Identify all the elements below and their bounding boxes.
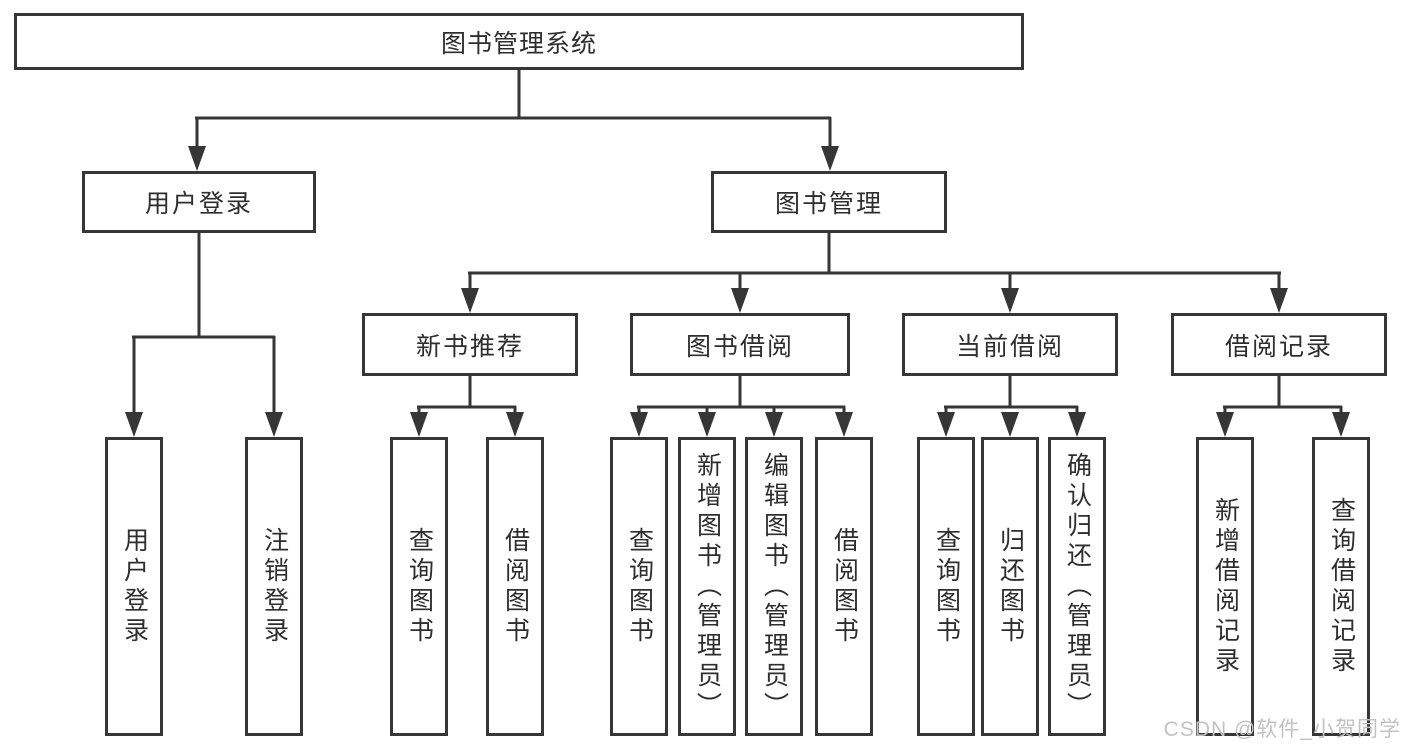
leaf-user-login: 用户登录 xyxy=(105,437,163,736)
node-label: 借阅记录 xyxy=(1224,332,1333,361)
arrowhead-icon xyxy=(461,288,479,313)
arrowhead-icon xyxy=(630,412,648,437)
leaf-return-books: 归还图书 xyxy=(981,437,1039,736)
connector-path xyxy=(132,70,1343,416)
leaf-query-books-recommend: 查询图书 xyxy=(390,437,448,736)
leaf-add-borrow-record: 新增借阅记录 xyxy=(1196,437,1254,736)
leaf-add-books-admin: 新增图书（管理员） xyxy=(678,437,736,736)
leaf-label: 归还图书 xyxy=(996,526,1025,647)
leaf-label: 用户登录 xyxy=(120,526,149,647)
node-label: 当前借阅 xyxy=(955,332,1064,361)
leaf-label: 查询图书 xyxy=(625,526,654,647)
leaf-borrow-books-recommend: 借阅图书 xyxy=(486,437,544,736)
arrowhead-icon xyxy=(410,412,428,437)
node-book-borrowing: 图书借阅 xyxy=(630,313,850,376)
leaf-label: 新增借阅记录 xyxy=(1211,496,1240,677)
leaf-query-borrow-record: 查询借阅记录 xyxy=(1312,437,1370,736)
watermark: CSDN @软件_小贺同学 xyxy=(1163,718,1401,741)
node-borrowing-records: 借阅记录 xyxy=(1171,313,1387,376)
arrowhead-icon xyxy=(937,412,955,437)
arrowhead-icon xyxy=(506,412,524,437)
leaf-label: 查询图书 xyxy=(405,526,434,647)
leaf-confirm-return-admin: 确认归还（管理员） xyxy=(1048,437,1106,736)
leaf-label: 查询图书 xyxy=(932,526,961,647)
arrowhead-icon xyxy=(731,288,749,313)
node-label: 图书管理 xyxy=(774,190,883,218)
arrowhead-icon xyxy=(1216,412,1234,437)
arrowhead-icon xyxy=(188,146,206,171)
leaf-query-books-borrow: 查询图书 xyxy=(610,437,668,736)
node-new-book-recommend: 新书推荐 xyxy=(362,313,578,376)
leaf-label: 借阅图书 xyxy=(830,526,859,647)
arrowhead-icon xyxy=(1001,288,1019,313)
arrowhead-icon xyxy=(821,146,839,171)
leaf-borrow-books: 借阅图书 xyxy=(815,437,873,736)
arrowhead-icon xyxy=(835,412,853,437)
leaf-label: 借阅图书 xyxy=(501,526,530,647)
arrowhead-icon xyxy=(125,412,143,437)
leaf-query-books-current: 查询图书 xyxy=(917,437,975,736)
node-label: 新书推荐 xyxy=(415,332,524,361)
node-label: 用户登录 xyxy=(144,190,253,218)
arrowhead-icon xyxy=(265,412,283,437)
node-user-login: 用户登录 xyxy=(82,171,316,233)
arrowhead-icon xyxy=(698,412,716,437)
leaf-label: 新增图书（管理员） xyxy=(693,451,722,722)
arrowhead-icon xyxy=(1270,288,1288,313)
node-book-management: 图书管理 xyxy=(711,171,947,233)
leaf-label: 编辑图书（管理员） xyxy=(760,451,789,722)
node-label: 图书管理系统 xyxy=(440,29,597,58)
leaf-label: 注销登录 xyxy=(260,526,289,647)
leaf-label: 查询借阅记录 xyxy=(1327,496,1356,677)
arrowhead-icon xyxy=(1332,412,1350,437)
arrowhead-icon xyxy=(1068,412,1086,437)
leaf-label: 确认归还（管理员） xyxy=(1063,451,1092,722)
node-current-borrowing: 当前借阅 xyxy=(902,313,1118,376)
node-library-system: 图书管理系统 xyxy=(14,13,1024,70)
arrowhead-icon xyxy=(1001,412,1019,437)
leaf-logout: 注销登录 xyxy=(245,437,303,736)
arrowhead-icon xyxy=(765,412,783,437)
leaf-edit-books-admin: 编辑图书（管理员） xyxy=(745,437,803,736)
node-label: 图书借阅 xyxy=(685,332,794,361)
